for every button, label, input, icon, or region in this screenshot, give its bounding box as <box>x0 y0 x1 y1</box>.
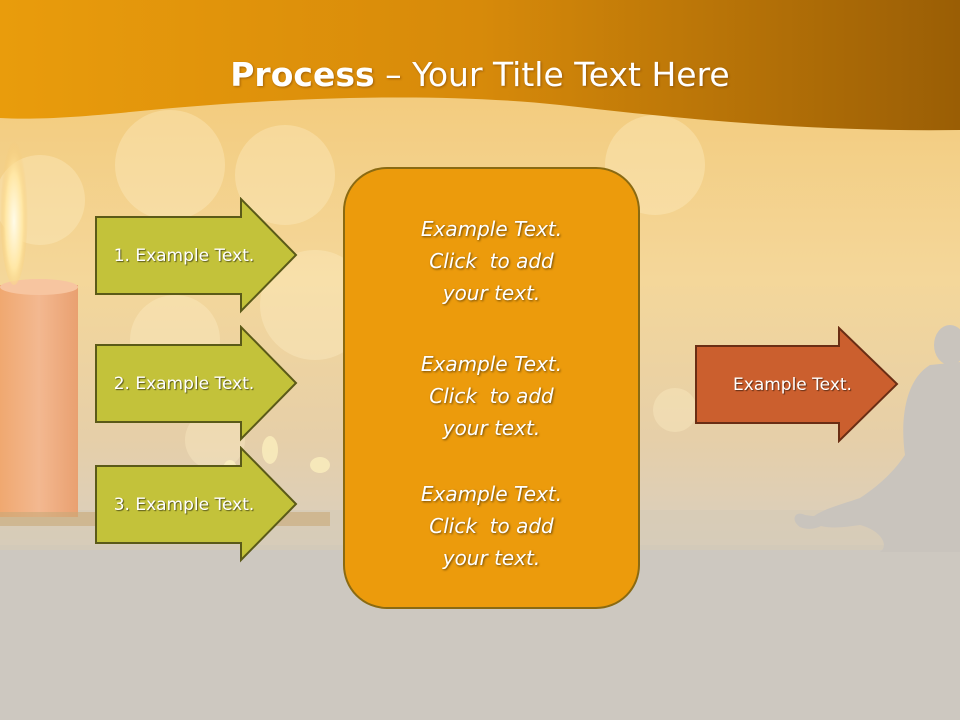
output-arrow-label: Example Text. <box>733 374 852 395</box>
process-text-block-3: Example Text. Click to add your text. <box>345 478 638 574</box>
arrow-right-shape <box>95 197 298 314</box>
input-arrow-label: 3. Example Text. <box>113 494 255 515</box>
arrow-right-shape <box>95 325 298 442</box>
arrow-right-shape <box>695 326 899 443</box>
input-arrow-1[interactable]: 1. Example Text. <box>95 197 298 314</box>
block-line: your text. <box>442 546 541 570</box>
process-text-block-1: Example Text. Click to add your text. <box>345 213 638 309</box>
block-line: Click to add <box>429 514 554 538</box>
block-line: Click to add <box>429 249 554 273</box>
title-bold: Process <box>230 55 375 94</box>
input-arrow-2[interactable]: 2. Example Text. <box>95 325 298 442</box>
slide-title: Process – Your Title Text Here <box>0 52 960 98</box>
process-text-block-2: Example Text. Click to add your text. <box>345 348 638 444</box>
block-line: Click to add <box>429 384 554 408</box>
meditation-silhouette <box>794 325 960 552</box>
input-arrow-label: 1. Example Text. <box>113 245 255 266</box>
block-line: Example Text. <box>420 217 563 241</box>
block-line: Example Text. <box>420 352 563 376</box>
block-line: Example Text. <box>420 482 563 506</box>
block-line: your text. <box>442 281 541 305</box>
title-banner <box>0 0 960 131</box>
block-line: your text. <box>442 416 541 440</box>
process-box[interactable]: Example Text. Click to add your text. Ex… <box>343 167 640 609</box>
input-arrow-label: 2. Example Text. <box>113 373 255 394</box>
output-arrow[interactable]: Example Text. <box>695 326 899 443</box>
input-arrow-3[interactable]: 3. Example Text. <box>95 446 298 563</box>
arrow-right-shape <box>95 446 298 563</box>
title-rest: – Your Title Text Here <box>374 55 730 94</box>
